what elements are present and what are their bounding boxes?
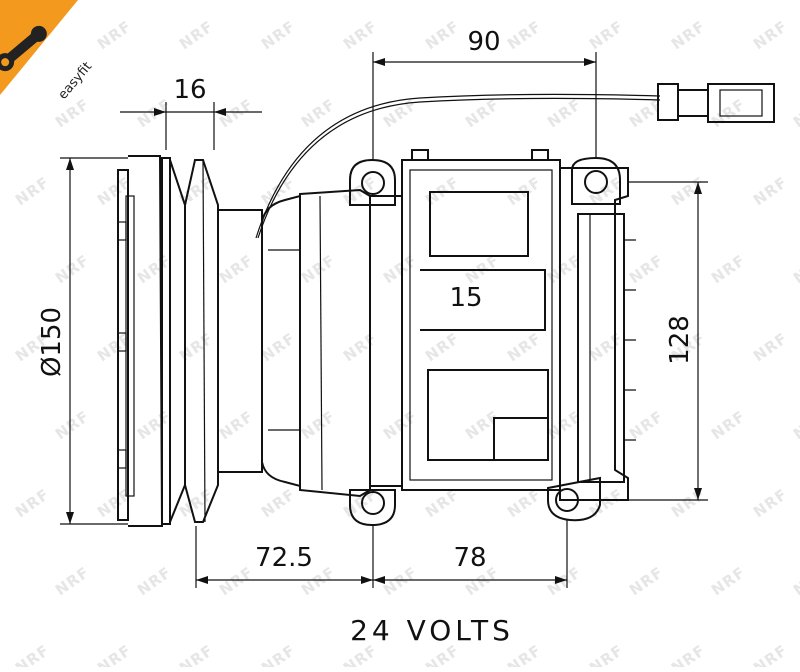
watermark-text: NRF: [258, 485, 299, 521]
watermark-text: NRF: [258, 17, 299, 53]
watermark-text: NRF: [586, 329, 627, 365]
mount-ear-top-right: [571, 156, 621, 205]
watermark-text: NRF: [750, 329, 791, 365]
watermark-text: NRF: [52, 407, 93, 443]
watermark-text: NRF: [708, 95, 749, 131]
watermark-text: NRF: [340, 329, 381, 365]
watermark-text: NRF: [586, 641, 627, 667]
watermark-text: NRF: [216, 407, 257, 443]
watermark-text: NRF: [134, 407, 175, 443]
watermark-text: NRF: [52, 563, 93, 599]
watermark-text: NRF: [626, 407, 667, 443]
mount-ear-bottom-left: [349, 489, 396, 527]
watermark-text: NRF: [790, 407, 800, 443]
wrench-icon: [0, 25, 47, 72]
watermark-text: NRF: [12, 641, 53, 667]
easyfit-badge: easyfit: [0, 0, 96, 103]
watermark-text: NRF: [422, 17, 463, 53]
watermark-text: NRF: [94, 17, 135, 53]
watermark-text: NRF: [380, 563, 421, 599]
watermark-text: NRF: [52, 95, 93, 131]
watermark-text: NRF: [176, 17, 217, 53]
watermark-text: NRF: [462, 407, 503, 443]
body-label: 15: [449, 283, 482, 313]
watermark-text: NRF: [422, 329, 463, 365]
watermark-text: NRF: [750, 173, 791, 209]
watermark-text: NRF: [790, 563, 800, 599]
compressor-body: [261, 149, 636, 501]
clutch-pulley: [117, 155, 263, 527]
watermark-text: NRF: [790, 251, 800, 287]
watermark-text: NRF: [626, 251, 667, 287]
easyfit-text: easyfit: [56, 59, 96, 102]
watermark-text: NRF: [380, 251, 421, 287]
watermark-text: NRF: [380, 407, 421, 443]
watermark-text: NRF: [504, 329, 545, 365]
watermark-text: NRF: [668, 485, 709, 521]
dim-mount-spacing: 78: [453, 543, 486, 573]
watermark-text: NRF: [790, 95, 800, 131]
watermark-text: NRF: [668, 17, 709, 53]
mount-ear-bottom-right: [547, 476, 601, 522]
dim-height: 128: [665, 315, 695, 365]
electrical-connector: [255, 83, 775, 239]
watermark-text: NRF: [544, 95, 585, 131]
dim-diameter: Ø150: [37, 307, 67, 377]
watermark-text: NRF: [750, 485, 791, 521]
watermark-text: NRF: [298, 251, 339, 287]
watermark-text: NRF: [176, 173, 217, 209]
watermark-text: NRF: [176, 641, 217, 667]
watermark-text: NRF: [12, 173, 53, 209]
watermark-text: NRF: [94, 641, 135, 667]
watermark-text: NRF: [708, 407, 749, 443]
watermark-text: NRF: [134, 563, 175, 599]
dimension-lines: [60, 52, 708, 588]
watermark-text: NRF: [176, 329, 217, 365]
watermark-text: NRF: [708, 563, 749, 599]
watermark-text: NRF: [52, 251, 93, 287]
voltage-label: 24 VOLTS: [350, 614, 514, 647]
dim-pulley-width: 16: [173, 75, 206, 105]
watermark-text: NRF: [708, 251, 749, 287]
watermark-text: NRF: [626, 95, 667, 131]
mount-ear-top-left: [349, 158, 396, 206]
watermark-text: NRF: [626, 563, 667, 599]
watermark-text: NRF: [258, 329, 299, 365]
watermark-text: NRF: [750, 17, 791, 53]
watermark-text: NRF: [504, 17, 545, 53]
watermark-text: NRF: [258, 641, 299, 667]
watermark-text: NRF: [668, 641, 709, 667]
watermark-text: NRF: [298, 407, 339, 443]
dim-top-width: 90: [467, 27, 500, 57]
dim-pulley-to-mount: 72.5: [255, 543, 313, 573]
watermark-text: NRF: [750, 641, 791, 667]
watermark-text: NRF: [668, 173, 709, 209]
watermark-text: NRF: [586, 17, 627, 53]
watermark-text: NRF: [12, 485, 53, 521]
watermark-text: NRF: [462, 95, 503, 131]
watermark-text: NRF: [216, 251, 257, 287]
watermark-text: NRF: [340, 17, 381, 53]
watermark-text: NRF: [544, 563, 585, 599]
watermark-text: NRF: [134, 251, 175, 287]
watermark-text: NRF: [216, 563, 257, 599]
